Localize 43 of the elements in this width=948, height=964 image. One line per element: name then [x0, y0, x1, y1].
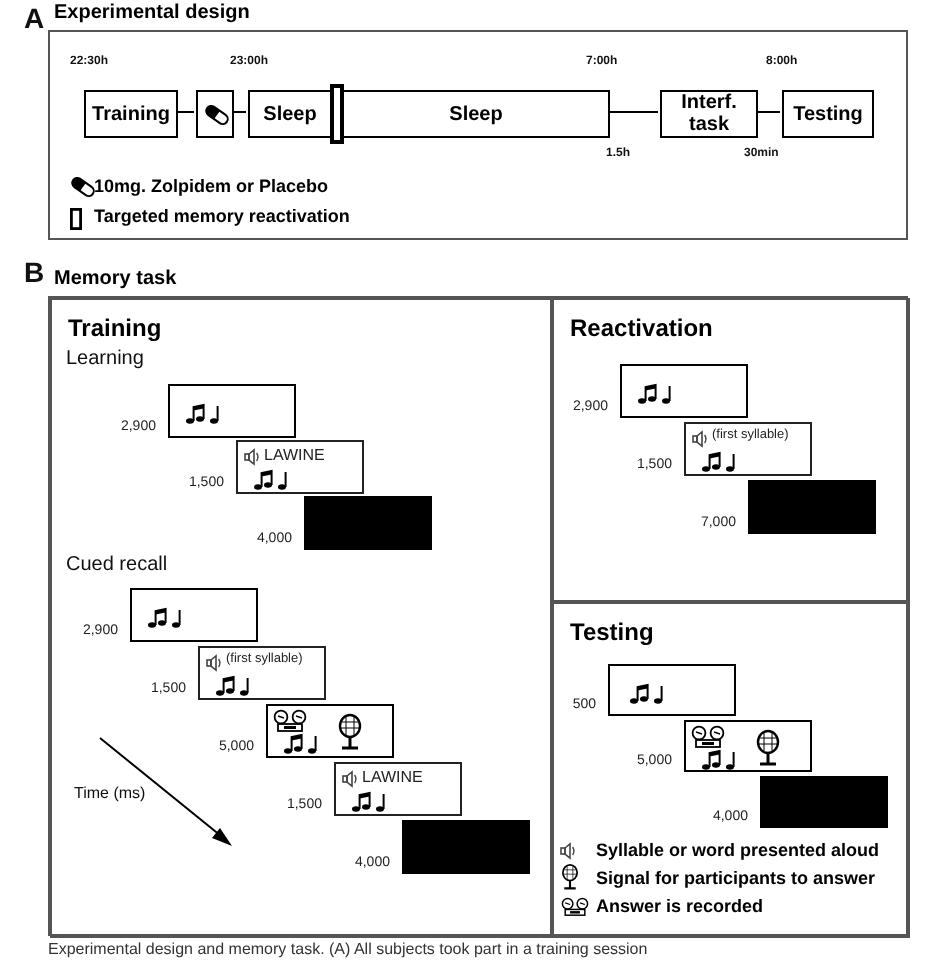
blank-screen: [748, 480, 876, 534]
panel-letter: A: [24, 2, 45, 34]
stage-box: Sleep: [248, 90, 332, 138]
screen-card: [168, 384, 296, 438]
stage-box: Training: [84, 90, 178, 138]
screen-text: LAWINE: [362, 768, 423, 786]
panel-letter: B: [24, 256, 45, 288]
legend-text: 10mg. Zolpidem or Placebo: [94, 176, 329, 196]
screen-text: LAWINE: [264, 446, 325, 464]
blank-screen: [760, 776, 888, 828]
screen-card: [684, 720, 812, 772]
screen-card: [608, 664, 736, 716]
screen-card: [236, 440, 364, 494]
section-label: Learning: [66, 348, 144, 370]
screen-card: [130, 588, 258, 642]
connector-line: [607, 111, 659, 113]
screen-card: [620, 364, 748, 418]
figure-caption: Experimental design and memory task. (A) All subjects took part in a training session: [48, 940, 648, 958]
panel-title: Experimental design: [54, 2, 250, 24]
legend-text: Targeted memory reactivation: [94, 206, 350, 226]
stage-box: Testing: [782, 90, 874, 138]
blank-screen: [304, 496, 432, 550]
panel-title: Reactivation: [570, 314, 713, 342]
legend-text: Signal for participants to answer: [596, 868, 876, 888]
panel-frame: [50, 298, 552, 938]
screen-card: [684, 422, 812, 476]
panel-title: Training: [68, 314, 162, 342]
stage-box: Sleep: [342, 90, 610, 138]
legend-text: Syllable or word presented aloud: [596, 840, 880, 860]
panel-title: Memory task: [54, 268, 177, 290]
section-label: Cued recall: [66, 554, 168, 576]
screen-card: [198, 646, 326, 700]
screen-card: [334, 762, 462, 816]
legend-text: Answer is recorded: [596, 896, 764, 916]
blank-screen: [402, 820, 530, 874]
panel-title: Testing: [570, 618, 654, 646]
section-label: Time (ms): [74, 784, 146, 802]
connector-line: [755, 111, 781, 113]
medication-box: [196, 90, 234, 138]
panel-frame: [552, 602, 910, 938]
screen-card: [266, 704, 394, 758]
stage-box: Interf. task: [660, 90, 758, 138]
panel-frame: [552, 298, 910, 602]
